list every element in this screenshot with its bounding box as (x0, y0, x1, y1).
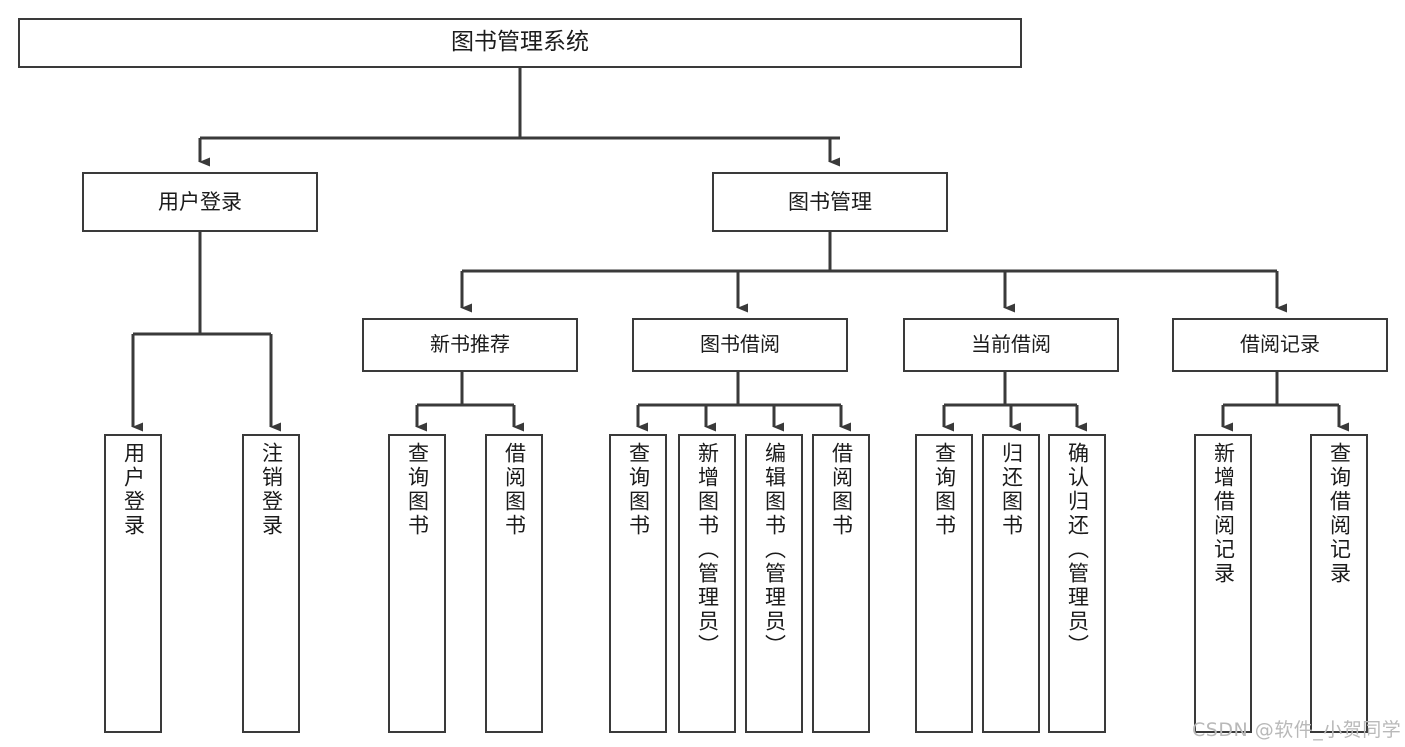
node-leaf-borrow-book-2-label: 借阅图书 (829, 442, 854, 538)
node-new-book-recommend[interactable]: 新书推荐 (362, 318, 578, 372)
node-leaf-query-record-label: 查询借阅记录 (1327, 442, 1352, 586)
node-leaf-logout-login-label: 注销登录 (259, 442, 284, 538)
node-user-login-label: 用户登录 (158, 189, 242, 214)
node-leaf-confirm-return-label: 确认归还（管理员） (1065, 442, 1090, 658)
node-root[interactable]: 图书管理系统 (18, 18, 1022, 68)
node-current-borrow[interactable]: 当前借阅 (903, 318, 1119, 372)
node-book-borrow-label: 图书借阅 (700, 332, 780, 357)
node-leaf-return-book-label: 归还图书 (999, 442, 1024, 538)
node-leaf-query-book-1[interactable]: 查询图书 (388, 434, 446, 733)
node-leaf-edit-book[interactable]: 编辑图书（管理员） (745, 434, 803, 733)
node-leaf-query-book-3[interactable]: 查询图书 (915, 434, 973, 733)
node-root-label: 图书管理系统 (451, 29, 589, 56)
node-leaf-query-record[interactable]: 查询借阅记录 (1310, 434, 1368, 733)
node-new-book-recommend-label: 新书推荐 (430, 332, 510, 357)
node-book-borrow[interactable]: 图书借阅 (632, 318, 848, 372)
node-leaf-query-book-3-label: 查询图书 (932, 442, 957, 538)
node-leaf-confirm-return[interactable]: 确认归还（管理员） (1048, 434, 1106, 733)
node-leaf-add-record-label: 新增借阅记录 (1211, 442, 1236, 586)
node-book-manage[interactable]: 图书管理 (712, 172, 948, 232)
node-leaf-borrow-book-1[interactable]: 借阅图书 (485, 434, 543, 733)
node-leaf-edit-book-label: 编辑图书（管理员） (762, 442, 787, 658)
node-leaf-query-book-2[interactable]: 查询图书 (609, 434, 667, 733)
node-user-login[interactable]: 用户登录 (82, 172, 318, 232)
csdn-watermark: CSDN @软件_小贺同学 (1192, 719, 1402, 741)
node-borrow-record[interactable]: 借阅记录 (1172, 318, 1388, 372)
node-leaf-add-record[interactable]: 新增借阅记录 (1194, 434, 1252, 733)
node-leaf-borrow-book-1-label: 借阅图书 (502, 442, 527, 538)
node-leaf-add-book-label: 新增图书（管理员） (695, 442, 720, 658)
node-book-manage-label: 图书管理 (788, 189, 872, 214)
node-leaf-return-book[interactable]: 归还图书 (982, 434, 1040, 733)
node-leaf-borrow-book-2[interactable]: 借阅图书 (812, 434, 870, 733)
node-leaf-query-book-1-label: 查询图书 (405, 442, 430, 538)
node-leaf-add-book[interactable]: 新增图书（管理员） (678, 434, 736, 733)
node-borrow-record-label: 借阅记录 (1240, 332, 1320, 357)
node-leaf-user-login-label: 用户登录 (121, 442, 146, 538)
node-leaf-logout-login[interactable]: 注销登录 (242, 434, 300, 733)
node-leaf-user-login[interactable]: 用户登录 (104, 434, 162, 733)
node-current-borrow-label: 当前借阅 (971, 332, 1051, 357)
node-leaf-query-book-2-label: 查询图书 (626, 442, 651, 538)
